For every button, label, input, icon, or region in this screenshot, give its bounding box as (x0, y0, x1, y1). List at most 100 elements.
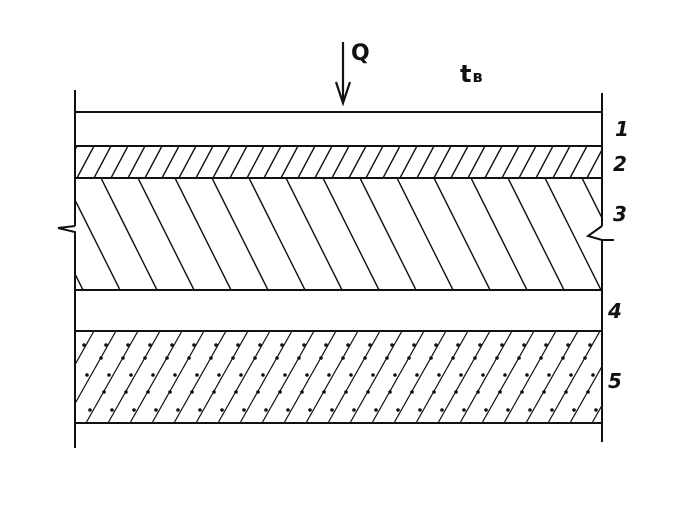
hatch-line (246, 146, 265, 178)
filler-dot (324, 343, 328, 347)
filler-dot (374, 408, 378, 412)
hatch-line (322, 178, 380, 290)
hatch-line (93, 146, 112, 178)
filler-dot (415, 373, 419, 377)
hatch-line (327, 331, 381, 423)
hatch-line (283, 331, 337, 423)
filler-dot (473, 356, 477, 360)
filler-dot (132, 408, 136, 412)
hatch-line (619, 178, 675, 290)
filler-dot (121, 356, 125, 360)
filler-dot (566, 343, 570, 347)
filler-dot (154, 408, 158, 412)
filler-dot (572, 408, 576, 412)
hatch-line (544, 178, 602, 290)
hatch-line (470, 178, 528, 290)
filler-dot (308, 408, 312, 412)
filler-dot (561, 356, 565, 360)
hatch-line (382, 146, 401, 178)
filler-dot (462, 408, 466, 412)
filler-dot (305, 373, 309, 377)
filler-dot (107, 373, 111, 377)
hatch-line (365, 146, 384, 178)
filler-dot (217, 373, 221, 377)
hatch-line (20, 331, 72, 423)
filler-dot (253, 356, 257, 360)
filler-dot (346, 343, 350, 347)
filler-dot (256, 390, 260, 394)
left-break-mark (57, 225, 76, 248)
filler-dot (594, 408, 598, 412)
filler-dot (542, 390, 546, 394)
hatch-line (229, 146, 248, 178)
filler-dot (459, 373, 463, 377)
hatch-line (297, 146, 316, 178)
filler-dot (368, 343, 372, 347)
hatch-line (161, 146, 180, 178)
filler-dot (195, 373, 199, 377)
hatch-line (331, 146, 350, 178)
hatch-line (151, 331, 205, 423)
hatch-line (467, 146, 486, 178)
hatch-line (525, 331, 579, 423)
filler-dot (297, 356, 301, 360)
hatch-line (348, 146, 367, 178)
hatch-line (396, 178, 454, 290)
hatch-line (586, 148, 602, 178)
filler-dot (495, 356, 499, 360)
hatch-line (415, 331, 469, 423)
filler-dot (481, 373, 485, 377)
filler-dot (322, 390, 326, 394)
hatch-line (569, 146, 588, 178)
hatch-line (314, 146, 333, 178)
filler-dot (522, 343, 526, 347)
filler-dot (275, 356, 279, 360)
filler-dot (344, 390, 348, 394)
filler-dot (456, 343, 460, 347)
hatch-line (75, 198, 121, 290)
filler-dot (591, 373, 595, 377)
filler-dot (484, 408, 488, 412)
filler-dot (393, 373, 397, 377)
hatch-line (569, 365, 602, 423)
filler-dot (503, 373, 507, 377)
hatch-line (110, 146, 129, 178)
hatch-line (433, 178, 491, 290)
layer2-hatching (75, 146, 602, 178)
hatch-line (173, 331, 227, 423)
filler-dot (283, 373, 287, 377)
hatch-line (100, 178, 158, 290)
hatch-line (552, 146, 571, 178)
filler-dot (261, 373, 265, 377)
filler-dot (476, 390, 480, 394)
hatch-line (349, 331, 403, 423)
filler-dot (236, 343, 240, 347)
hatch-line (359, 178, 417, 290)
temperature-label: tв (460, 60, 483, 88)
filler-dot (544, 343, 548, 347)
filler-dot (190, 390, 194, 394)
filler-dot (327, 373, 331, 377)
filler-dot (569, 373, 573, 377)
filler-dot (349, 373, 353, 377)
layer-label-3: 3 (613, 202, 627, 226)
filler-dot (432, 390, 436, 394)
hatch-line (75, 331, 117, 405)
hatch-line (127, 146, 146, 178)
filler-dot (82, 343, 86, 347)
hatch-line (518, 146, 537, 178)
filler-dot (550, 408, 554, 412)
filler-dot (209, 356, 213, 360)
filler-dot (517, 356, 521, 360)
filler-dot (214, 343, 218, 347)
hatch-line (195, 331, 249, 423)
filler-dot (212, 390, 216, 394)
filler-dot (410, 390, 414, 394)
filler-dot (104, 343, 108, 347)
filler-dot (539, 356, 543, 360)
hatch-line (507, 178, 565, 290)
hatch-line (591, 404, 602, 423)
filler-dot (396, 408, 400, 412)
